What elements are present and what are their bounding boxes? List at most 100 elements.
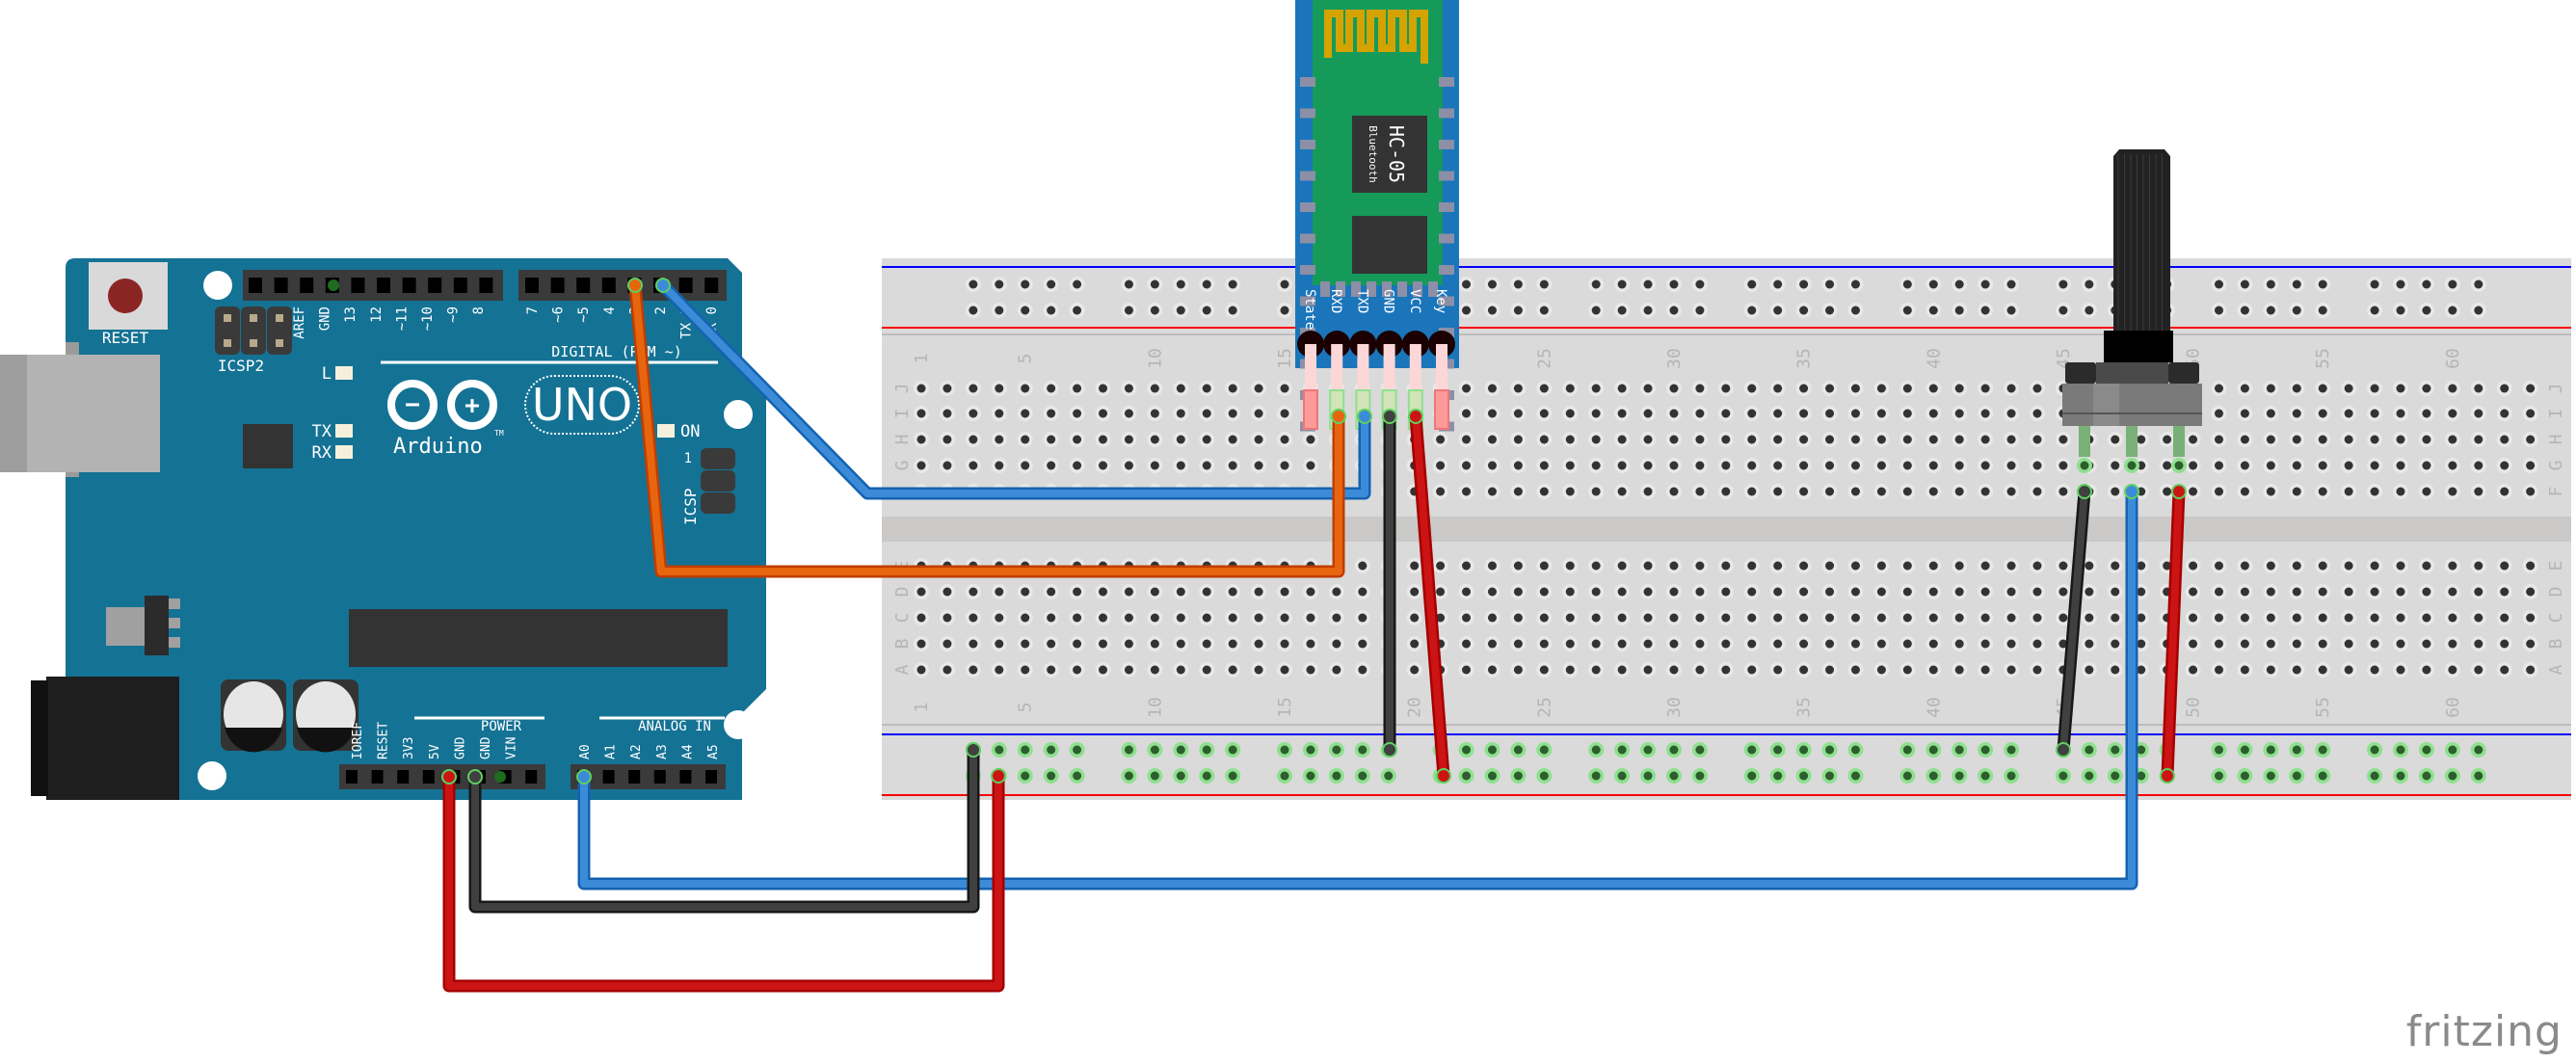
breadboard-hole <box>2448 561 2457 571</box>
breadboard-hole <box>2474 384 2483 393</box>
breadboard-hole <box>2111 745 2120 755</box>
column-label-bottom: 20 <box>1405 697 1425 718</box>
breadboard-hole <box>1773 306 1783 315</box>
icsp-header <box>701 470 735 492</box>
breadboard-hole <box>1850 613 1860 623</box>
breadboard-hole <box>1254 384 1263 393</box>
breadboard-hole <box>2137 435 2146 444</box>
wire-endpoint <box>966 742 981 758</box>
breadboard-hole <box>2006 409 2016 418</box>
castellated-pad <box>1382 281 1392 297</box>
breadboard-hole <box>2500 487 2510 496</box>
breadboard-hole <box>1280 665 1289 675</box>
breadboard-hole <box>2422 639 2431 649</box>
breadboard-hole <box>2240 409 2249 418</box>
breadboard-hole <box>2292 745 2301 755</box>
breadboard-hole <box>1073 279 1082 289</box>
breadboard-hole <box>1643 613 1653 623</box>
breadboard-hole <box>2396 279 2405 289</box>
column-label-top: 35 <box>1794 348 1815 369</box>
breadboard-hole <box>1436 587 1446 597</box>
breadboard-hole <box>1462 613 1472 623</box>
breadboard-hole <box>1876 587 1886 597</box>
breadboard-hole <box>1124 384 1133 393</box>
breadboard-hole <box>2215 613 2223 623</box>
icsp2-header <box>267 306 292 355</box>
breadboard-hole <box>2292 587 2301 597</box>
digital-pin-label: ~10 <box>420 306 436 331</box>
breadboard-hole <box>1850 639 1860 649</box>
breadboard-hole <box>2032 409 2042 418</box>
breadboard-hole <box>2085 306 2094 315</box>
breadboard-hole <box>2215 487 2223 496</box>
breadboard-hole <box>2344 487 2353 496</box>
breadboard-hole <box>1099 409 1108 418</box>
breadboard-hole <box>1902 384 1912 393</box>
breadboard-hole <box>1073 745 1082 755</box>
breadboard-hole <box>1202 279 1211 289</box>
digital-pin-label: ~6 <box>551 306 567 323</box>
breadboard-hole <box>2474 409 2483 418</box>
breadboard-hole <box>1021 771 1030 781</box>
breadboard-hole <box>2500 409 2510 418</box>
breadboard-hole <box>1513 409 1523 418</box>
breadboard-hole <box>2370 487 2379 496</box>
hc05-pin-leg <box>1409 344 1421 397</box>
breadboard-hole <box>2215 587 2223 597</box>
breadboard-hole <box>2474 665 2483 675</box>
breadboard-hole <box>1954 587 1964 597</box>
breadboard-hole <box>1980 745 1990 755</box>
atmega-chip <box>349 609 728 667</box>
breadboard-hole <box>1254 613 1263 623</box>
breadboard-hole <box>1643 487 1653 496</box>
breadboard-hole <box>1825 561 1835 571</box>
breadboard-hole <box>2058 639 2068 649</box>
wire-5v-to-rail <box>445 772 1002 990</box>
breadboard-hole <box>1799 665 1809 675</box>
breadboard-hole <box>2370 613 2379 623</box>
breadboard-hole <box>1850 771 1860 781</box>
breadboard-hole <box>1954 771 1964 781</box>
breadboard-hole <box>1591 461 1601 470</box>
breadboard-hole <box>1565 409 1575 418</box>
breadboard-hole <box>2344 639 2353 649</box>
breadboard-hole <box>1799 771 1809 781</box>
breadboard-hole <box>1228 745 1237 755</box>
breadboard-hole <box>1850 665 1860 675</box>
voltage-regulator <box>145 596 169 655</box>
breadboard-hole <box>1047 639 1056 649</box>
column-label-bottom: 40 <box>1924 697 1944 718</box>
hc05-pin-label: VCC <box>1407 289 1422 313</box>
breadboard-hole <box>1617 639 1627 649</box>
power-pin-label: IOREF <box>351 722 365 759</box>
breadboard-hole <box>916 384 926 393</box>
header-socket <box>653 770 666 784</box>
breadboard-hole <box>1176 435 1185 444</box>
breadboard-hole <box>1695 639 1705 649</box>
breadboard-hole <box>2318 613 2327 623</box>
breadboard-hole <box>2240 306 2249 315</box>
wires <box>441 278 2187 993</box>
breadboard-hole <box>2266 665 2275 675</box>
breadboard-hole <box>1462 771 1472 781</box>
breadboard-hole <box>1721 487 1731 496</box>
breadboard-hole <box>2163 435 2172 444</box>
breadboard-hole <box>2215 306 2223 315</box>
hc05-pin-unconnected <box>1303 389 1318 430</box>
header-socket <box>300 278 314 293</box>
breadboard-hole <box>1306 613 1315 623</box>
row-label-right: B <box>2546 639 2566 650</box>
breadboard-hole <box>1747 409 1757 418</box>
breadboard-hole <box>2526 613 2536 623</box>
breadboard-hole <box>1954 435 1964 444</box>
icsp2-pin <box>250 314 257 322</box>
breadboard-hole <box>2292 561 2301 571</box>
breadboard-hole <box>995 435 1004 444</box>
breadboard-hole <box>916 461 926 470</box>
breadboard-hole <box>2370 384 2379 393</box>
breadboard-hole <box>1773 665 1783 675</box>
digital-pin-label: 13 <box>343 306 359 323</box>
power-pin-label: 5V <box>428 744 442 759</box>
breadboard-hole <box>1825 435 1835 444</box>
breadboard-hole <box>2137 745 2146 755</box>
